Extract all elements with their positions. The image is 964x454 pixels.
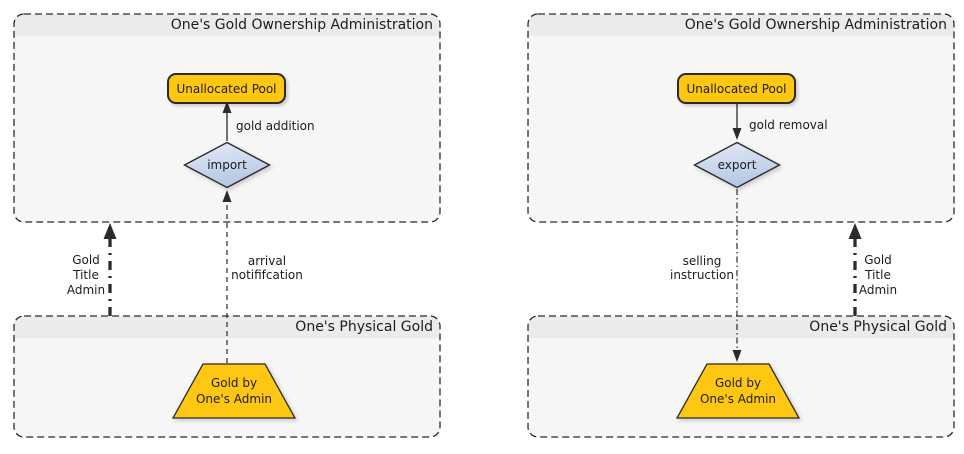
arrowhead-up-icon: [103, 223, 117, 239]
export-gate: export: [692, 141, 782, 189]
edge-label-selling-instruction: selling instruction: [665, 254, 739, 282]
arrowhead-up-icon: [848, 223, 862, 239]
edge-label-line: notififcation: [231, 268, 303, 282]
right-admin-panel: One's Gold Ownership Administration: [528, 14, 954, 222]
panel-title: One's Gold Ownership Administration: [684, 17, 947, 33]
edge-label-line: Title: [865, 268, 891, 282]
trapezoid-shape: [172, 363, 296, 419]
edge-label-line: Admin: [858, 283, 898, 297]
diamond-shape: [183, 141, 271, 189]
left-physical-panel-header: One's Physical Gold: [14, 316, 440, 338]
gold-by-admin-node: Gold by One's Admin: [676, 363, 800, 419]
import-gate: import: [182, 141, 272, 189]
right-admin-panel-header: One's Gold Ownership Administration: [528, 14, 954, 36]
edge-label-line: Gold: [864, 253, 892, 267]
edge-label-line: Admin: [66, 283, 106, 297]
edge-label-line: Title: [73, 268, 99, 282]
left-admin-panel: One's Gold Ownership Administration: [14, 14, 440, 222]
unallocated-pool-label: Unallocated Pool: [176, 81, 277, 96]
panel-title: One's Physical Gold: [809, 319, 947, 335]
gold-node-line: One's Admin: [195, 392, 273, 406]
gold-node-line: Gold by: [210, 376, 258, 390]
unallocated-pool-node: Unallocated Pool: [677, 73, 796, 104]
panel-title: One's Gold Ownership Administration: [170, 17, 433, 33]
edge-label-gold-removal: gold removal: [749, 118, 828, 132]
unallocated-pool-node: Unallocated Pool: [167, 73, 286, 104]
gold-node-line: One's Admin: [699, 392, 777, 406]
unallocated-pool-label: Unallocated Pool: [686, 81, 787, 96]
gold-by-admin-node: Gold by One's Admin: [172, 363, 296, 419]
gold-node-line: Gold by: [714, 376, 762, 390]
edge-label-gold-title-admin-right: Gold Title Admin: [852, 253, 904, 298]
edge-label-line: selling: [682, 254, 722, 268]
trapezoid-shape: [676, 363, 800, 419]
left-admin-panel-header: One's Gold Ownership Administration: [14, 14, 440, 36]
panel-title: One's Physical Gold: [295, 319, 433, 335]
edge-label-arrival-notification: arrival notififcation: [230, 254, 304, 282]
edge-label-line: Gold: [72, 253, 100, 267]
import-gate-label: import: [207, 158, 247, 172]
right-physical-panel-header: One's Physical Gold: [528, 316, 954, 338]
diamond-shape: [693, 141, 781, 189]
edge-label-gold-addition: gold addition: [236, 119, 315, 133]
export-gate-label: export: [717, 158, 757, 172]
edge-label-gold-title-admin-left: Gold Title Admin: [60, 253, 112, 298]
edge-label-line: instruction: [669, 268, 735, 282]
edge-label-line: arrival: [247, 254, 287, 268]
